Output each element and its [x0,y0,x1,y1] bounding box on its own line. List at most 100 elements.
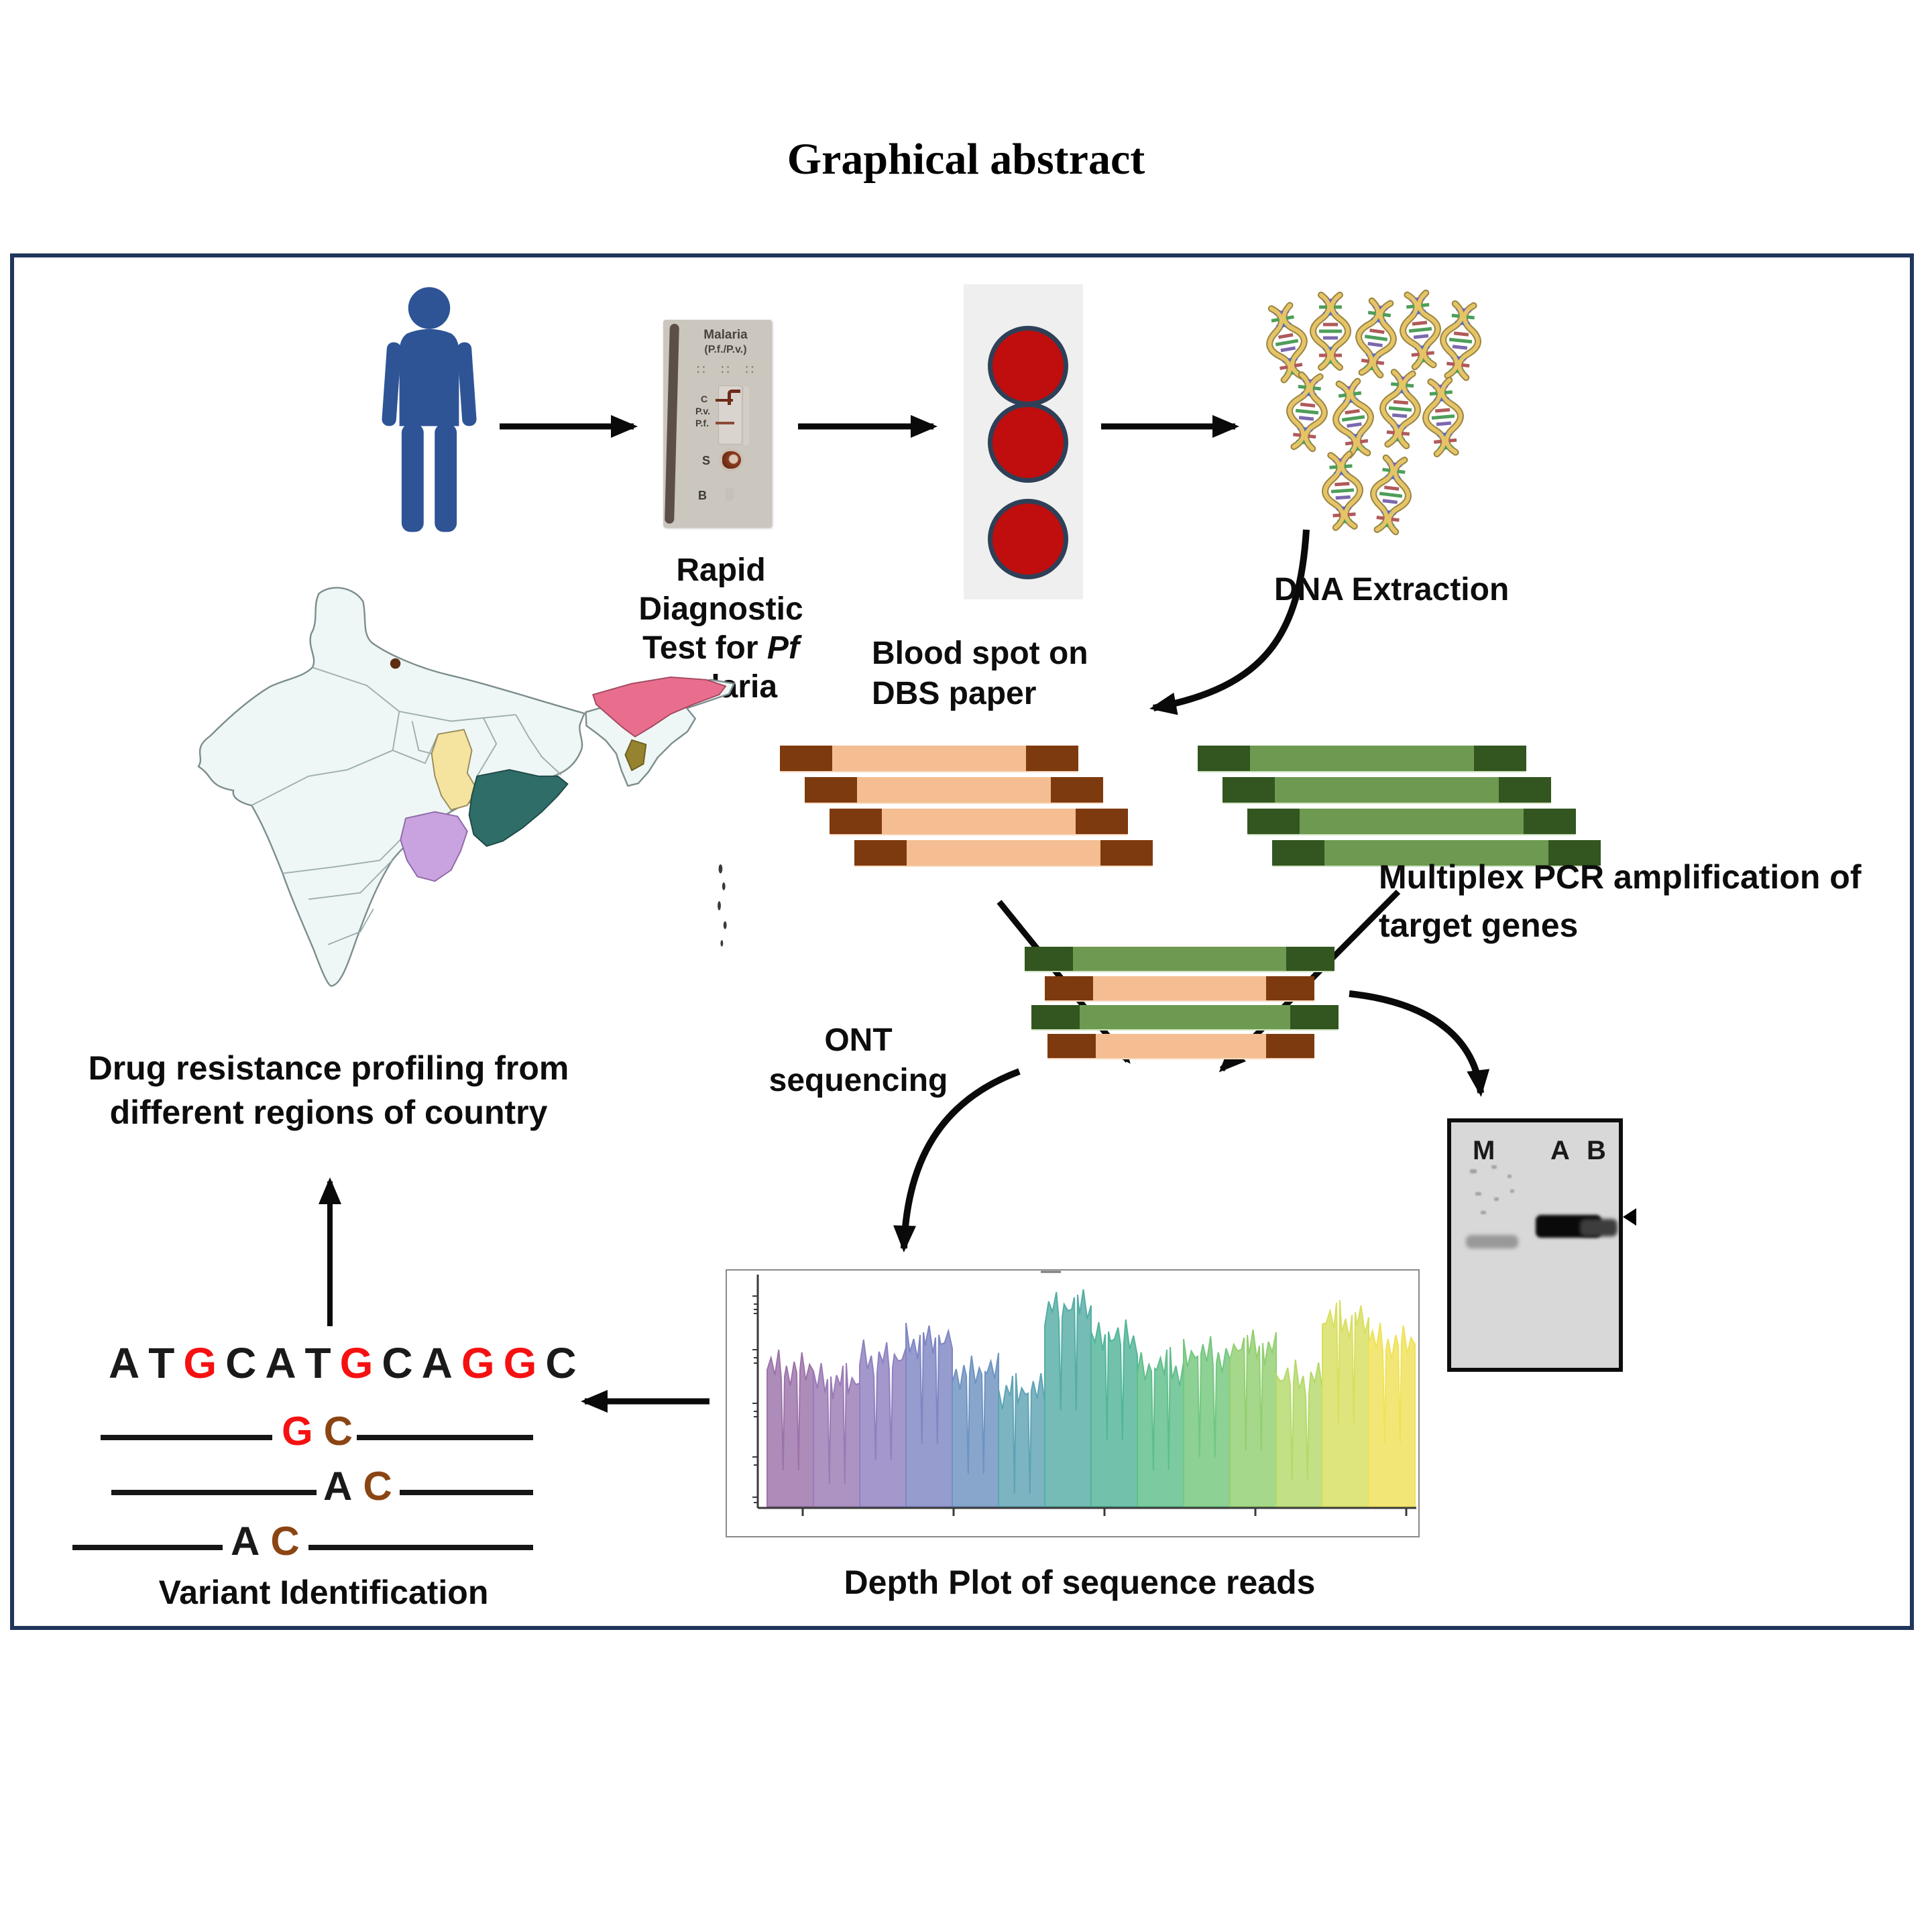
green-amplicon [1198,746,1526,771]
rdt-control-line [728,390,740,405]
sequence-letter: A [231,1519,260,1564]
sequence-letter: T [148,1339,175,1387]
state-chhattisgarh [431,729,478,811]
depth-plot-y-ticks [752,1295,758,1503]
rdt-pf-band [716,422,734,424]
depth-segment [1183,1336,1231,1507]
sequence-letter: G [282,1409,313,1454]
capital-region-dot [390,658,401,669]
multiplex-caption: Multiplex PCR amplification of target ge… [1379,858,1862,944]
rdt-subheader: (P.f./P.v.) [704,344,747,355]
state-odisha [468,769,569,847]
gel-band-marker-lane [1466,1235,1518,1248]
read-line [101,1435,272,1440]
depth-segment [952,1352,999,1507]
green-amplicon [1223,777,1551,803]
depth-segment [1090,1319,1138,1507]
patient-icon [382,287,477,532]
depth-plot-segments [766,1289,1416,1507]
depth-segment [813,1362,860,1507]
blood-spot [988,402,1068,483]
rdt-pv-label: P.v. [695,406,711,416]
sequence-letter: T [304,1339,331,1387]
state-tripura-mizoram [624,739,647,771]
blood-spot [988,499,1068,579]
gel-lane-label-a: A [1550,1136,1570,1165]
green-amplicon [1272,840,1601,866]
rdt-header: Malaria [703,328,748,342]
green-amplicon [1247,809,1576,834]
depth-segment [1368,1322,1416,1507]
state-telangana [400,811,468,882]
orange-amplicon [805,777,1103,803]
ont-caption: ONT sequencing [769,1022,948,1098]
drug-resistance-caption: Drug resistance profiling from different… [88,1049,569,1131]
rdt-pf-label: P.f. [695,418,709,428]
depth-segment [1275,1359,1323,1507]
sequence-letter: C [545,1339,577,1387]
read-line [400,1490,533,1495]
blood-spot [988,326,1068,406]
dbs-caption: Blood spot on DBS paper [872,636,1088,711]
sequence-letter: C [323,1409,353,1454]
sequence-letter: C [225,1339,257,1387]
rdt-s-label: S [702,454,711,467]
depth-plot-x-ticks [801,1508,1408,1516]
read-line [72,1545,223,1550]
pooled-amplicon-orange [1047,1034,1314,1058]
sequence-letter: A [265,1339,296,1387]
depth-segment [1044,1289,1092,1507]
read-line [357,1435,533,1440]
read-line [111,1490,317,1495]
sequence-letter: C [363,1464,392,1509]
rdt-c-band [716,399,733,402]
rdt-b-label: B [698,489,707,502]
gel-lane-label-b: B [1587,1136,1606,1165]
pooled-amplicon-orange [1045,976,1314,1000]
dna-cluster-icon [1261,290,1509,566]
depth-segment [1137,1346,1184,1507]
depth-segment [766,1349,814,1507]
rdt-c-label: C [701,394,708,404]
sequence-letter: A [323,1464,353,1509]
rdt-window-strip [744,387,749,446]
read-line [308,1545,533,1550]
rdt-caption: Rapid Diagnostic Test for Pf malaria [638,552,803,705]
gel-band-pointer-icon [1623,1208,1636,1226]
orange-amplicon [780,746,1078,771]
rdt-side-stripe [665,323,679,524]
pooled-amplicon-green [1025,947,1334,971]
dbs-paper [964,284,1083,599]
rdt-b-mark [725,487,734,501]
sequence-letter: G [503,1339,537,1387]
dna-caption: DNA Extraction [1274,572,1510,607]
rdt-cassette: Malaria (P.f./P.v.) ∷ ∷ ∷ C P.v. P.f. S … [663,320,772,528]
figure-title: Graphical abstract [787,135,1145,184]
sequence-letter: C [382,1339,413,1387]
sequence-letter: C [270,1519,300,1564]
depth-segment [998,1372,1045,1507]
pf-italic: Pf [766,630,799,666]
andaman-islands [718,864,727,947]
sequence-letter: G [183,1339,217,1387]
depth-caption: Depth Plot of sequence reads [844,1564,1316,1601]
rdt-sample-blob [722,451,741,469]
gel-lane-label-m: M [1473,1136,1495,1165]
gel-band-sample-b [1580,1219,1617,1236]
sequence-letter: G [461,1339,495,1387]
sequence-letter: A [109,1339,140,1387]
rdt-dots: ∷ ∷ ∷ [696,363,760,377]
depth-segment [1322,1299,1369,1507]
variant-caption: Variant Identification [158,1574,489,1611]
state-assam [592,676,727,738]
sequence-letter: G [339,1339,374,1387]
depth-segment [1229,1329,1277,1507]
orange-amplicon [854,840,1153,866]
map-state-borders [251,666,562,945]
sequence-letter: A [421,1339,453,1387]
